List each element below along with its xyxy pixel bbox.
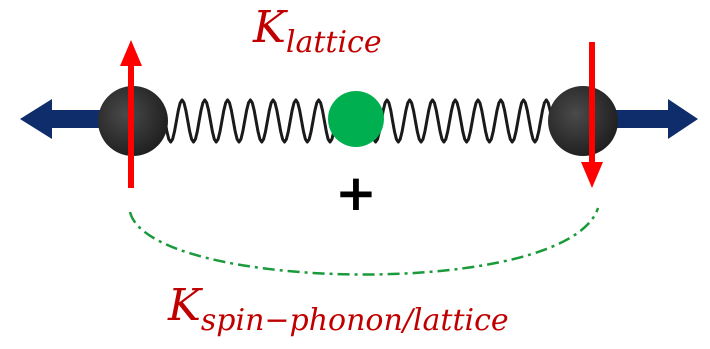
dashed-link-arc: [128, 207, 600, 276]
k-spin-phonon-subscript: spin−phonon/lattice: [200, 303, 509, 338]
center-dot: [328, 91, 384, 147]
k-spin-phonon-symbol: K: [168, 280, 201, 331]
right-atom: [548, 86, 618, 156]
left-motion-arrow-icon: [20, 99, 110, 139]
k-lattice-subscript: lattice: [285, 25, 382, 60]
k-lattice-symbol: K: [253, 2, 286, 53]
k-spin-phonon-label: Kspin−phonon/lattice: [168, 280, 509, 338]
left-spin-up-arrow-icon: [120, 40, 142, 188]
plus-sign: +: [335, 164, 377, 222]
k-lattice-label: Klattice: [253, 2, 382, 60]
right-spin-down-arrow-icon: [581, 42, 603, 188]
right-motion-arrow-icon: [612, 99, 698, 139]
